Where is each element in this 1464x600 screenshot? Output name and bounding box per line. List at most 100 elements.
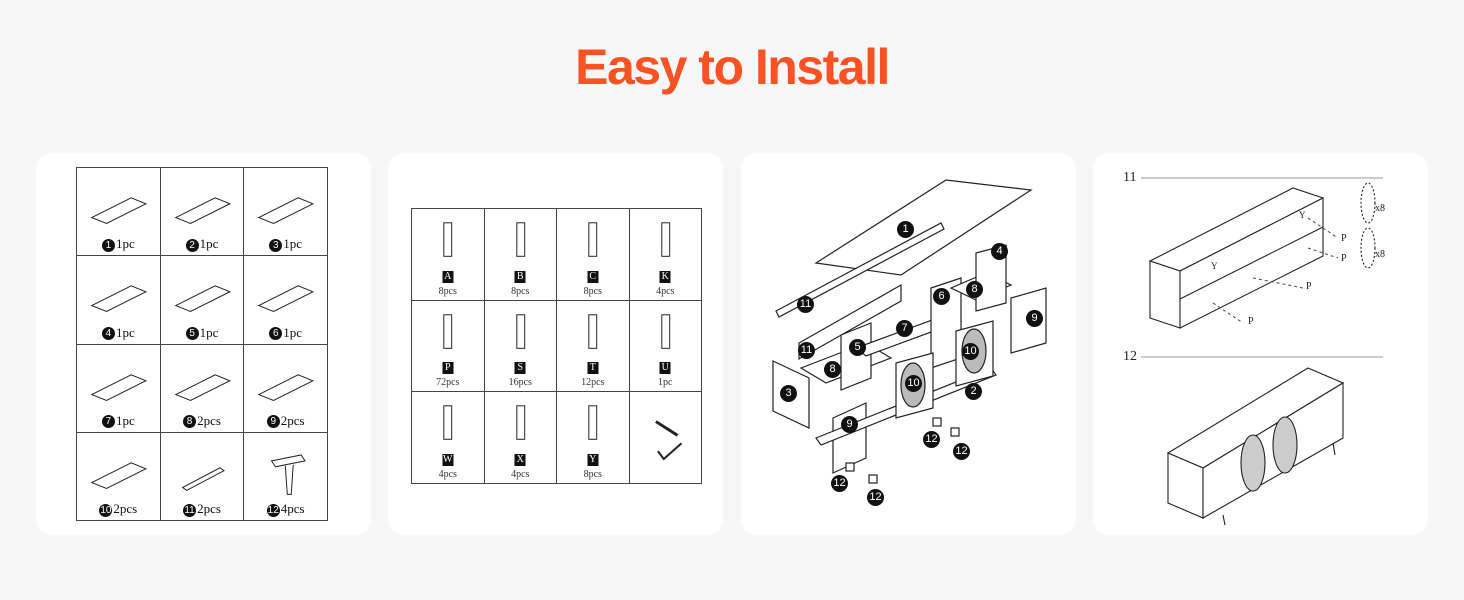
hardware-letter: U (659, 362, 671, 375)
part-badge: 11 (798, 342, 815, 359)
final-steps-card: 11 12 x8 x8 Y Y P P P P (1093, 153, 1428, 535)
hardware-letter: T (587, 362, 599, 375)
hardware-drawing (443, 222, 453, 257)
part-quantity: 2pcs (113, 501, 138, 516)
hardware-drawing (588, 405, 598, 441)
part-quantity: 2pcs (197, 412, 221, 428)
hardware-drawing (588, 222, 598, 257)
part-number: 6 (269, 327, 283, 341)
hardware-letter: P (442, 362, 454, 375)
part-number: 2 (185, 238, 199, 252)
hardware-letter: Y (587, 453, 599, 466)
hardware-drawing (588, 313, 598, 349)
part-quantity: 4pcs (280, 501, 305, 516)
part-p-label: P (1341, 253, 1347, 264)
hardware-letter: A (442, 270, 454, 283)
part-badge: 10 (905, 375, 922, 392)
part-quantity: 2pcs (197, 501, 221, 516)
part-quantity: 2pcs (280, 412, 305, 428)
step-12-label: 12 (1123, 349, 1137, 364)
hardware-drawing (660, 313, 670, 349)
hardware-letter: X (514, 453, 526, 466)
hardware-quantity: 4pcs (511, 468, 530, 480)
panel-drawing (90, 285, 148, 313)
hardware-cell: B 8pcs (484, 209, 557, 301)
hardware-quantity: 4pcs (656, 285, 675, 297)
page-title: Easy to Install (575, 39, 890, 95)
part-quantity: 1pc (115, 324, 135, 340)
steps-diagram (1141, 177, 1383, 526)
hardware-quantity: 16pcs (508, 377, 532, 389)
part-badge: 9 (841, 416, 858, 433)
hardware-drawing (443, 405, 453, 441)
hardware-drawing (515, 222, 525, 257)
panel-drawing (174, 285, 231, 313)
part-badge: 9 (1026, 310, 1043, 327)
hardware-letter: S (514, 362, 526, 375)
part-badge: 11 (797, 296, 814, 313)
part-badge: 12 (831, 475, 848, 492)
part-y-label: Y (1299, 210, 1306, 220)
part-badge: 8 (824, 361, 841, 378)
hardware-quantity: 72pcs (436, 377, 460, 389)
hardware-cell: P 72pcs (412, 300, 485, 393)
hardware-letter: B (514, 270, 526, 283)
hardware-quantity: 4pcs (438, 468, 457, 480)
part-badge: 6 (933, 288, 950, 305)
part-badge: 10 (962, 343, 979, 360)
part-number: 3 (269, 238, 283, 252)
hardware-drawing (515, 313, 525, 349)
part-badge: 1 (897, 221, 914, 238)
hardware-quantity: 8pcs (511, 285, 530, 297)
part-p-label: P (1341, 233, 1347, 244)
part-badge: 7 (896, 320, 913, 337)
panel-drawing (181, 466, 225, 491)
panel-drawing (257, 197, 315, 224)
part-number: 7 (101, 415, 115, 429)
part-badge: 4 (991, 243, 1008, 260)
hardware-letter: K (659, 270, 671, 283)
panel-drawing (90, 373, 148, 401)
part-badge: 2 (965, 383, 982, 400)
part-badge: 8 (966, 281, 983, 298)
part-number: 11 (183, 503, 197, 517)
part-number: 1 (101, 238, 115, 252)
exploded-diagram (772, 179, 1047, 484)
hardware-letter: C (587, 270, 599, 283)
part-quantity: 1pc (115, 412, 135, 428)
hardware-quantity: 8pcs (438, 285, 457, 297)
panel-drawing (174, 373, 231, 401)
part-number: 12 (266, 503, 280, 517)
hardware-drawing (443, 313, 453, 349)
part-quantity: 1pc (283, 236, 303, 252)
part-p-label: P (1306, 281, 1312, 292)
quantity-label: x8 (1375, 249, 1385, 260)
hardware-cell: S 16pcs (484, 300, 557, 393)
panel-drawing (257, 285, 315, 313)
part-badge: 12 (953, 443, 970, 460)
exploded-view-card: 1 2 3 4 5 6 7 8 8 9 9 10 10 11 11 12 12 … (741, 153, 1076, 535)
hardware-drawing (515, 405, 525, 441)
